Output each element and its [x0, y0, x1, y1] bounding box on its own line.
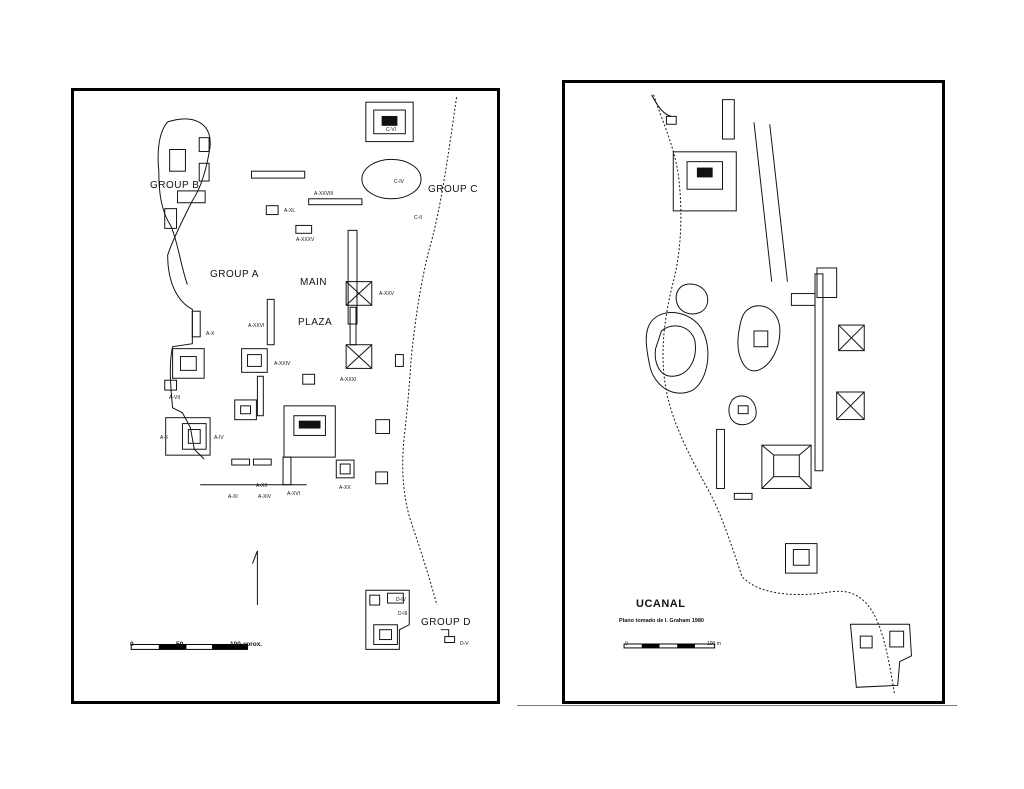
right-scale-bar — [623, 643, 716, 649]
label-d-iv: D-IV — [396, 597, 406, 603]
a-column — [256, 375, 264, 417]
label-a-xxxi: A-XXXI — [340, 377, 357, 383]
right-scale-end: 100 m — [707, 641, 721, 647]
main-plaza-vertical-structure — [347, 229, 358, 325]
a-xxv-pyramid — [345, 281, 373, 306]
b-structure-5 — [164, 208, 178, 229]
page-baseline — [517, 705, 957, 706]
a-xx-small — [302, 373, 316, 385]
right-scale-start: 0 — [625, 641, 628, 647]
right-map-subtitle: Plano tomado de I. Graham 1980 — [619, 618, 704, 624]
label-a-xvi: A-XVI — [287, 491, 301, 497]
label-a-ii: A-II — [160, 435, 168, 441]
label-d-v: D-V — [460, 641, 469, 647]
a-xxxi-pyramid — [345, 344, 373, 369]
label-a-vii: A-VII — [169, 395, 181, 401]
group-c-mound — [361, 158, 422, 200]
a-xl-structure — [265, 205, 279, 216]
label-group-b: GROUP B — [150, 180, 200, 191]
right-site-map: UCANAL Plano tomado de I. Graham 1980 0 … — [562, 80, 945, 704]
a-xxviii-structure — [250, 170, 306, 179]
label-c-iv: C-IV — [394, 179, 404, 185]
label-a-xxxv: A-XXXV — [296, 237, 315, 243]
right-map-drawing — [623, 94, 912, 696]
label-plaza: PLAZA — [298, 317, 333, 328]
label-d-iii: D-III — [398, 611, 408, 617]
label-group-a: GROUP A — [210, 269, 259, 280]
right-river-line — [653, 94, 896, 696]
label-a-xiv: A-XIV — [258, 494, 272, 500]
a-small-structure — [295, 224, 313, 234]
r-contour-hill-1 — [645, 312, 709, 394]
r-center-pyramid — [761, 444, 812, 489]
r-lower-pyramid — [784, 543, 818, 574]
a-viii-pyramid — [172, 348, 205, 379]
a-vertical-lower — [349, 306, 357, 346]
r-causeway-east — [769, 124, 788, 282]
label-a-xxvi: A-XXVI — [248, 323, 265, 329]
label-a-xxviii: A-XXVIII — [314, 191, 334, 197]
river-line — [402, 97, 458, 606]
left-scale-mid: 50 — [176, 641, 184, 648]
bottom-structure-3 — [282, 456, 292, 486]
r-east-pyramid-2 — [836, 391, 865, 421]
b-structure-2 — [198, 137, 210, 152]
r-top-structure-2 — [722, 99, 735, 140]
r-contour-hill-2 — [737, 305, 781, 372]
bottom-structure-2 — [252, 458, 272, 466]
right-contour-top — [651, 94, 672, 117]
a-xxiv-pyramid — [241, 348, 268, 373]
a-long-structure-2 — [308, 198, 363, 206]
b-structure-1 — [169, 149, 186, 172]
site-boundary-west — [157, 121, 188, 285]
north-arrow — [252, 550, 258, 606]
label-a-xi: A-XI — [228, 494, 238, 500]
label-group-d: GROUP D — [421, 617, 471, 628]
group-d-outline — [365, 589, 410, 650]
c-vi-pyramid — [365, 101, 414, 143]
r-top-structure-1 — [665, 115, 677, 125]
label-a-x: A-X — [206, 331, 215, 337]
r-causeway-west — [753, 122, 773, 282]
label-a-iv: A-IV — [214, 435, 224, 441]
r-east-pyramid-1 — [838, 324, 865, 352]
left-map-drawing — [130, 97, 458, 650]
b-structure-3 — [198, 162, 210, 182]
a-xx-pyramid — [335, 459, 355, 479]
right-map-title: UCANAL — [636, 598, 686, 610]
r-bottom-group — [849, 623, 912, 688]
central-platform — [283, 405, 336, 458]
a-vii-small — [164, 379, 178, 391]
label-a-xl: A-XL — [284, 208, 296, 214]
label-group-c: GROUP C — [428, 184, 478, 195]
label-c-ii: C-II — [414, 215, 423, 221]
bottom-structure-1 — [231, 458, 251, 466]
left-scale-start: 0 — [130, 641, 134, 648]
label-c-vi: C-VI — [386, 127, 396, 133]
a-x-structure — [191, 310, 201, 338]
r-long-structure — [790, 293, 816, 306]
r-east-wall — [814, 273, 824, 472]
site-boundary — [167, 118, 211, 460]
b-structure-4 — [177, 190, 206, 204]
left-site-map: GROUP B GROUP C GROUP A MAIN PLAZA GROUP… — [71, 88, 500, 704]
r-east-structure-1 — [816, 267, 838, 298]
label-a-xxv: A-XXV — [379, 291, 395, 297]
a-xxxii-small — [394, 354, 404, 367]
left-scale-end: 100 aprox. — [230, 641, 263, 648]
a-xxii-pyramid — [234, 399, 257, 421]
label-a-xii: A-XII — [256, 483, 268, 489]
a-xxvi-structure — [266, 298, 275, 346]
a-xxx-small — [375, 419, 391, 434]
a-iv-complex — [165, 417, 211, 456]
label-a-xxiv: A-XXIV — [274, 361, 291, 367]
r-wall-lower — [716, 428, 725, 489]
r-small-lower — [733, 492, 753, 500]
r-big-pyramid — [672, 151, 737, 212]
r-contour-hill-3 — [728, 395, 757, 426]
a-xix-small — [375, 471, 389, 485]
label-main: MAIN — [300, 277, 327, 288]
group-d-pyramid — [373, 624, 398, 645]
label-a-xx: A-XX — [339, 485, 351, 491]
